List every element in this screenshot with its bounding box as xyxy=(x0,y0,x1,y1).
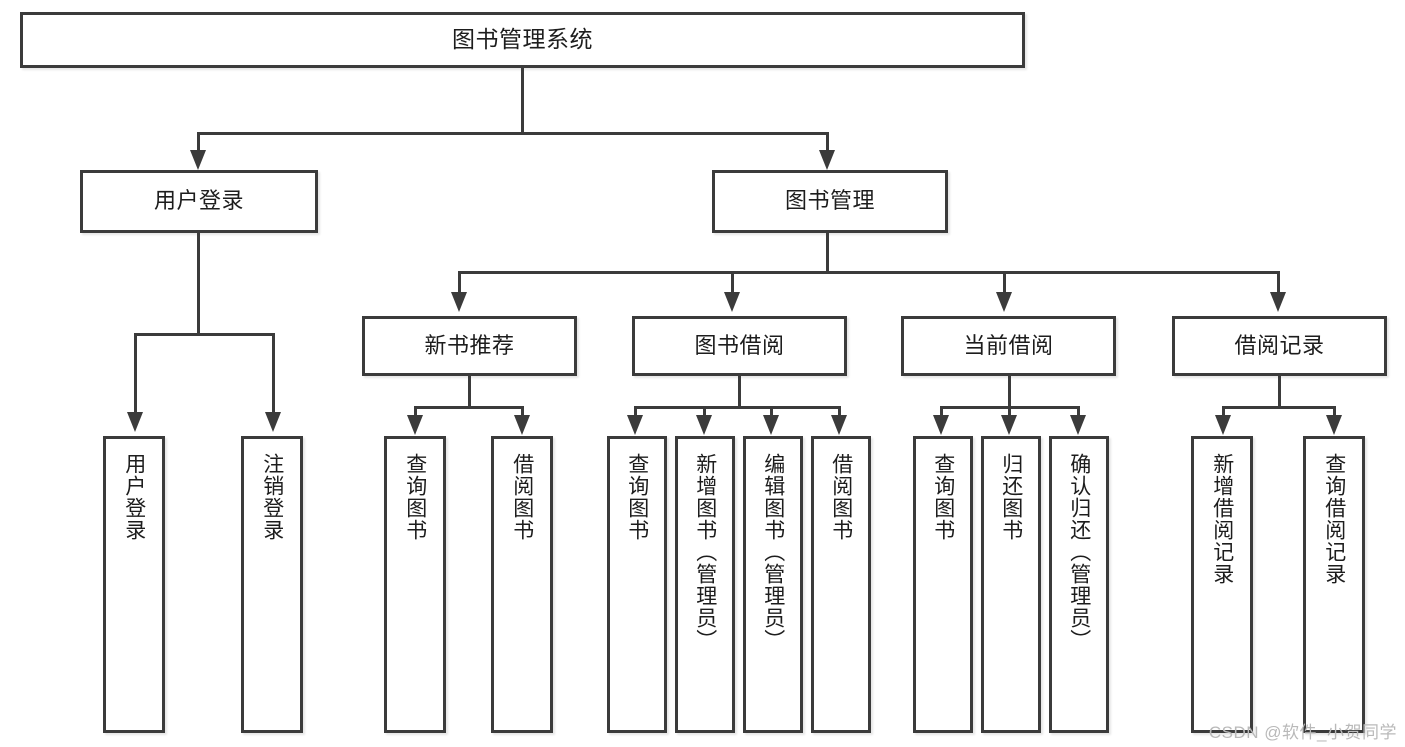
node-label: 借阅记录 xyxy=(1234,332,1325,358)
node-label: 编辑图书（管理员） xyxy=(761,453,785,651)
arrowhead-user-login-to-leaf-2 xyxy=(265,412,281,432)
connector-cb-to-leaf-2 xyxy=(1008,406,1011,418)
connector-bb-to-leaf-1 xyxy=(634,406,637,418)
connector-root-to-user-login xyxy=(197,132,200,154)
leaf-borrow-record-query-record[interactable]: 查询借阅记录 xyxy=(1303,436,1365,733)
connector-cb-to-leaf-1 xyxy=(940,406,943,418)
arrowhead-bb-to-leaf-3 xyxy=(763,415,779,435)
node-label: 查询图书 xyxy=(625,453,649,541)
leaf-new-book-borrow-book[interactable]: 借阅图书 xyxy=(491,436,553,733)
connector-nb-to-leaf-1 xyxy=(414,406,417,418)
node-label: 注销登录 xyxy=(260,453,284,541)
node-label: 新增借阅记录 xyxy=(1210,453,1234,585)
arrowhead-bm-to-book-borrow xyxy=(724,292,740,312)
connector-bm-to-new-book xyxy=(458,271,461,295)
connector-br-to-leaf-1 xyxy=(1222,406,1225,418)
node-label: 当前借阅 xyxy=(963,332,1054,358)
node-label: 图书借阅 xyxy=(694,332,785,358)
connector-root-to-book-management xyxy=(826,132,829,154)
arrowhead-bm-to-new-book xyxy=(451,292,467,312)
connector-new-book-stem xyxy=(468,376,471,408)
leaf-user-login-logout[interactable]: 注销登录 xyxy=(241,436,303,733)
connector-bm-to-borrow-record xyxy=(1277,271,1280,295)
connector-book-management-bar xyxy=(458,271,1280,274)
arrowhead-bb-to-leaf-2 xyxy=(696,415,712,435)
node-book-management[interactable]: 图书管理 xyxy=(712,170,948,233)
connector-user-login-to-leaf-2 xyxy=(272,333,275,415)
arrowhead-br-to-leaf-1 xyxy=(1215,415,1231,435)
arrowhead-bm-to-borrow-record xyxy=(1270,292,1286,312)
node-label: 借阅图书 xyxy=(829,453,853,541)
node-current-borrow[interactable]: 当前借阅 xyxy=(901,316,1116,376)
node-label: 用户登录 xyxy=(153,188,244,214)
leaf-borrow-record-add-record[interactable]: 新增借阅记录 xyxy=(1191,436,1253,733)
connector-book-borrow-bar xyxy=(634,406,841,409)
node-book-borrow[interactable]: 图书借阅 xyxy=(632,316,847,376)
leaf-book-borrow-add-book-admin[interactable]: 新增图书（管理员） xyxy=(675,436,735,733)
connector-user-login-stem xyxy=(197,233,200,335)
arrowhead-bb-to-leaf-1 xyxy=(627,415,643,435)
node-borrow-record[interactable]: 借阅记录 xyxy=(1172,316,1387,376)
node-user-login[interactable]: 用户登录 xyxy=(80,170,318,233)
arrowhead-cb-to-leaf-3 xyxy=(1070,415,1086,435)
connector-borrow-record-stem xyxy=(1278,376,1281,408)
connector-book-borrow-stem xyxy=(738,376,741,408)
node-label: 图书管理 xyxy=(784,188,875,214)
connector-br-to-leaf-2 xyxy=(1333,406,1336,418)
arrowhead-nb-to-leaf-1 xyxy=(407,415,423,435)
node-label: 图书管理系统 xyxy=(452,26,593,53)
node-label: 新增图书（管理员） xyxy=(693,453,717,651)
connector-user-login-to-leaf-1 xyxy=(134,333,137,415)
node-label: 查询图书 xyxy=(403,453,427,541)
connector-new-book-bar xyxy=(414,406,524,409)
leaf-user-login-login[interactable]: 用户登录 xyxy=(103,436,165,733)
connector-bb-to-leaf-2 xyxy=(703,406,706,418)
connector-cb-to-leaf-3 xyxy=(1077,406,1080,418)
leaf-current-borrow-query-book[interactable]: 查询图书 xyxy=(913,436,973,733)
leaf-current-borrow-confirm-return-admin[interactable]: 确认归还（管理员） xyxy=(1049,436,1109,733)
leaf-current-borrow-return-book[interactable]: 归还图书 xyxy=(981,436,1041,733)
arrowhead-br-to-leaf-2 xyxy=(1326,415,1342,435)
leaf-new-book-query-book[interactable]: 查询图书 xyxy=(384,436,446,733)
connector-bb-to-leaf-4 xyxy=(838,406,841,418)
connector-nb-to-leaf-2 xyxy=(521,406,524,418)
leaf-book-borrow-borrow-book[interactable]: 借阅图书 xyxy=(811,436,871,733)
connector-bb-to-leaf-3 xyxy=(770,406,773,418)
node-new-book-recommend[interactable]: 新书推荐 xyxy=(362,316,577,376)
arrowhead-user-login-to-leaf-1 xyxy=(127,412,143,432)
connector-current-borrow-stem xyxy=(1008,376,1011,408)
connector-book-management-stem xyxy=(826,233,829,273)
leaf-book-borrow-query-book[interactable]: 查询图书 xyxy=(607,436,667,733)
arrowhead-bm-to-current-borrow xyxy=(996,292,1012,312)
arrowhead-cb-to-leaf-1 xyxy=(933,415,949,435)
node-label: 归还图书 xyxy=(999,453,1023,541)
arrowhead-nb-to-leaf-2 xyxy=(514,415,530,435)
arrowhead-cb-to-leaf-2 xyxy=(1001,415,1017,435)
connector-root-bar xyxy=(197,132,829,135)
arrowhead-root-to-book-management xyxy=(819,150,835,170)
node-label: 查询借阅记录 xyxy=(1322,453,1346,585)
connector-borrow-record-bar xyxy=(1222,406,1336,409)
node-label: 新书推荐 xyxy=(424,332,515,358)
connector-user-login-bar xyxy=(134,333,275,336)
connector-bm-to-book-borrow xyxy=(731,271,734,295)
leaf-book-borrow-edit-book-admin[interactable]: 编辑图书（管理员） xyxy=(743,436,803,733)
arrowhead-root-to-user-login xyxy=(190,150,206,170)
arrowhead-bb-to-leaf-4 xyxy=(831,415,847,435)
connector-bm-to-current-borrow xyxy=(1003,271,1006,295)
node-label: 确认归还（管理员） xyxy=(1067,453,1091,651)
connector-root-stem xyxy=(521,68,524,134)
node-label: 查询图书 xyxy=(931,453,955,541)
node-label: 用户登录 xyxy=(122,453,146,541)
node-root-book-management-system[interactable]: 图书管理系统 xyxy=(20,12,1025,68)
node-label: 借阅图书 xyxy=(510,453,534,541)
